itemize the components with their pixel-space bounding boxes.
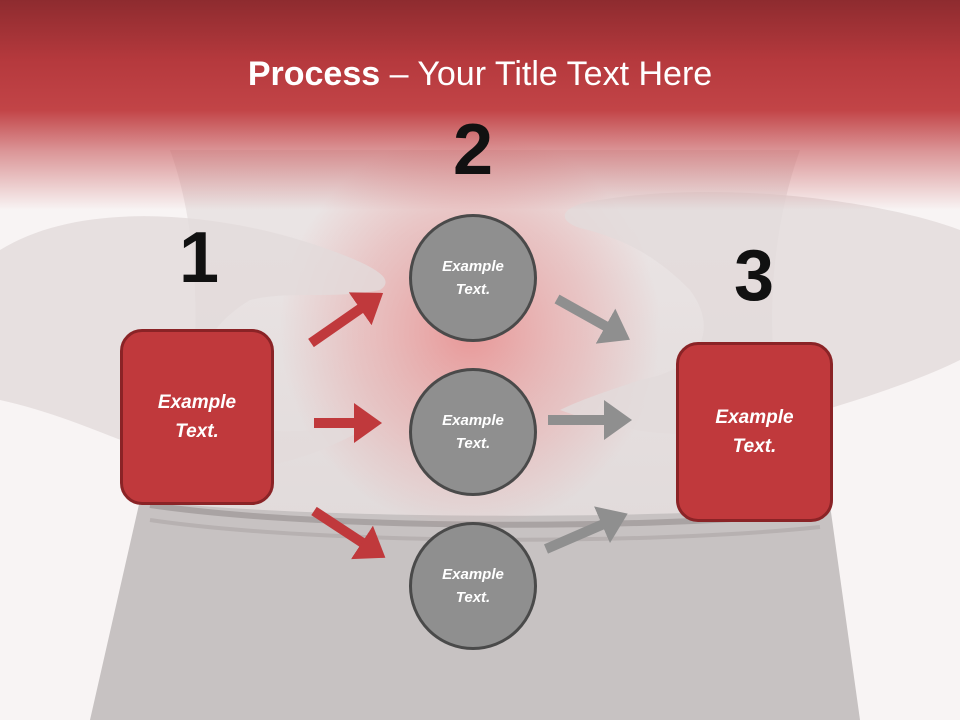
circle-top-label: Example Text. xyxy=(442,258,504,298)
circle-middle: Example Text. xyxy=(409,368,537,496)
arrow-circle-top-to-3 xyxy=(554,294,630,344)
step-number-1: 1 xyxy=(178,218,220,298)
circle-middle-label: Example Text. xyxy=(442,412,504,452)
step-number-2: 2 xyxy=(452,110,494,190)
title-rest: – Your Title Text Here xyxy=(380,55,713,93)
step-1-box-label: Example Text. xyxy=(157,392,237,442)
arrow-1-to-circle-top xyxy=(308,292,384,348)
step-3-box: Example Text. xyxy=(676,342,833,522)
arrow-circle-bottom-to-3 xyxy=(544,506,628,554)
circle-top: Example Text. xyxy=(409,214,537,342)
circle-bottom-label: Example Text. xyxy=(442,566,504,606)
step-number-3: 3 xyxy=(733,236,775,316)
header-band xyxy=(0,0,960,210)
step-3-box-label: Example Text. xyxy=(715,407,794,457)
slide-title: Process – Your Title Text Here xyxy=(0,52,960,96)
step-1-box: Example Text. xyxy=(120,329,274,505)
circle-bottom: Example Text. xyxy=(409,522,537,650)
title-bold: Process xyxy=(247,55,381,93)
arrow-1-to-circle-bottom xyxy=(311,506,386,560)
